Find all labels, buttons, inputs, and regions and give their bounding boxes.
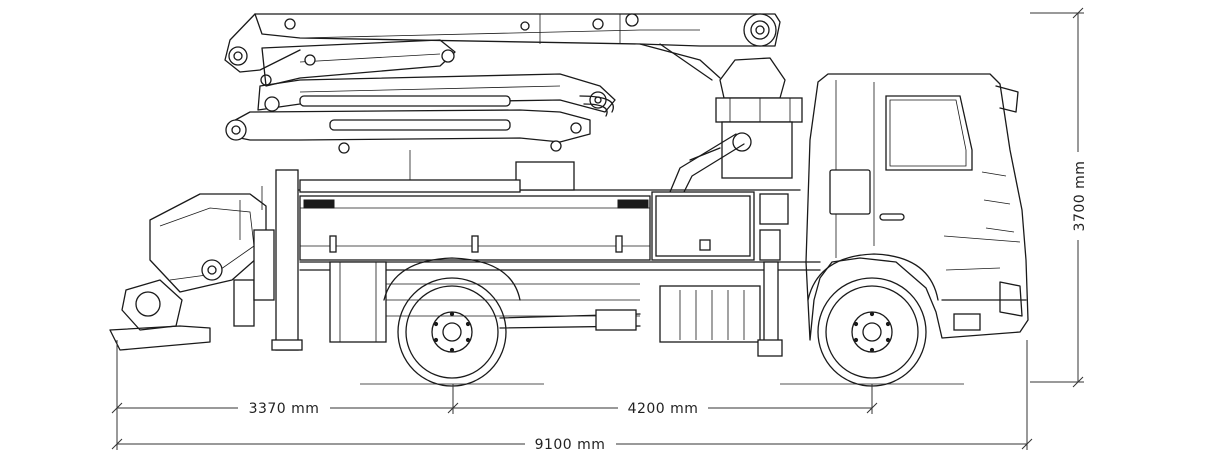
overall-height-label: 3700 mm <box>1072 161 1088 232</box>
length-dimensions <box>111 340 1033 450</box>
folded-boom <box>224 13 781 154</box>
height-dimension <box>1030 7 1084 388</box>
truck-cab <box>805 73 1029 341</box>
rear-wheel <box>397 277 507 387</box>
chassis-body <box>271 150 939 357</box>
hopper-pump-unit <box>109 186 275 351</box>
front-overhang-label: 3370 mm <box>249 401 320 417</box>
boom-turret <box>669 57 803 193</box>
wheelbase-label: 4200 mm <box>628 401 699 417</box>
front-wheel <box>817 277 927 387</box>
overall-length-label: 9100 mm <box>535 437 606 453</box>
